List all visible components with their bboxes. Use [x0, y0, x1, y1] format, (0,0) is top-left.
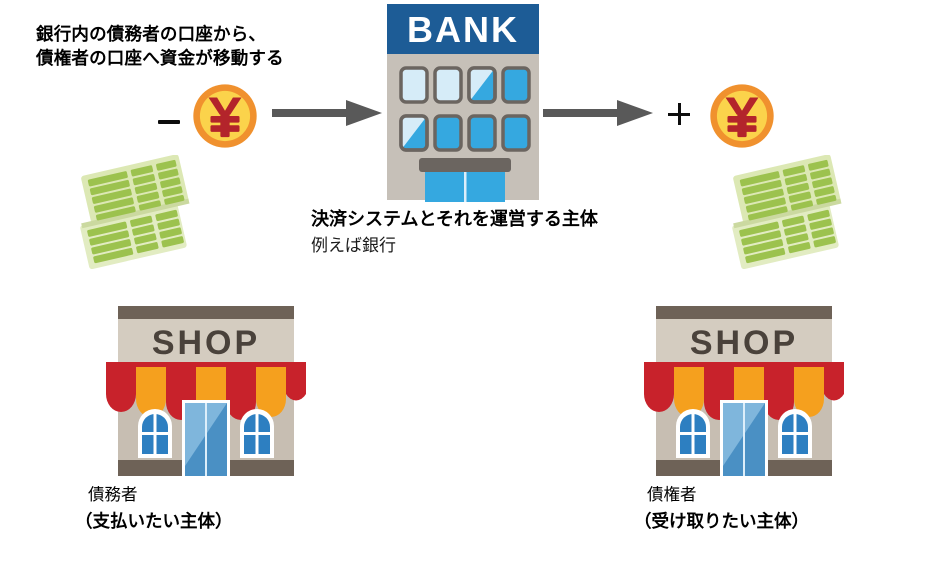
left-actor-role: （支払いたい主体）	[75, 511, 233, 531]
bank-caption-main: 決済システムとそれを運営する主体	[311, 209, 598, 229]
bank-caption-sub: 例えば銀行	[311, 236, 396, 255]
passbook-left	[70, 155, 200, 270]
passbook-right	[722, 155, 852, 270]
shop-right: SHOP	[634, 296, 854, 481]
right-actor-name: 債権者	[647, 486, 697, 504]
shop-sign-text-left: SHOP	[152, 324, 260, 362]
plus-sign	[668, 103, 692, 127]
right-actor-role: （受け取りたい主体）	[634, 511, 809, 531]
bank-sign-text: BANK	[407, 9, 519, 50]
diagram-headline: 銀行内の債務者の口座から、 債権者の口座へ資金が移動する	[36, 24, 284, 68]
shop-left: SHOP	[96, 296, 316, 481]
arrow-to-bank-icon	[272, 98, 382, 128]
yen-coin-left	[192, 83, 258, 149]
bank-building: BANK	[383, 4, 543, 204]
minus-sign	[158, 120, 184, 128]
shop-sign-text-right: SHOP	[690, 324, 798, 362]
left-actor-name: 債務者	[88, 486, 138, 504]
yen-coin-right	[709, 83, 775, 149]
arrow-from-bank-icon	[543, 98, 653, 128]
